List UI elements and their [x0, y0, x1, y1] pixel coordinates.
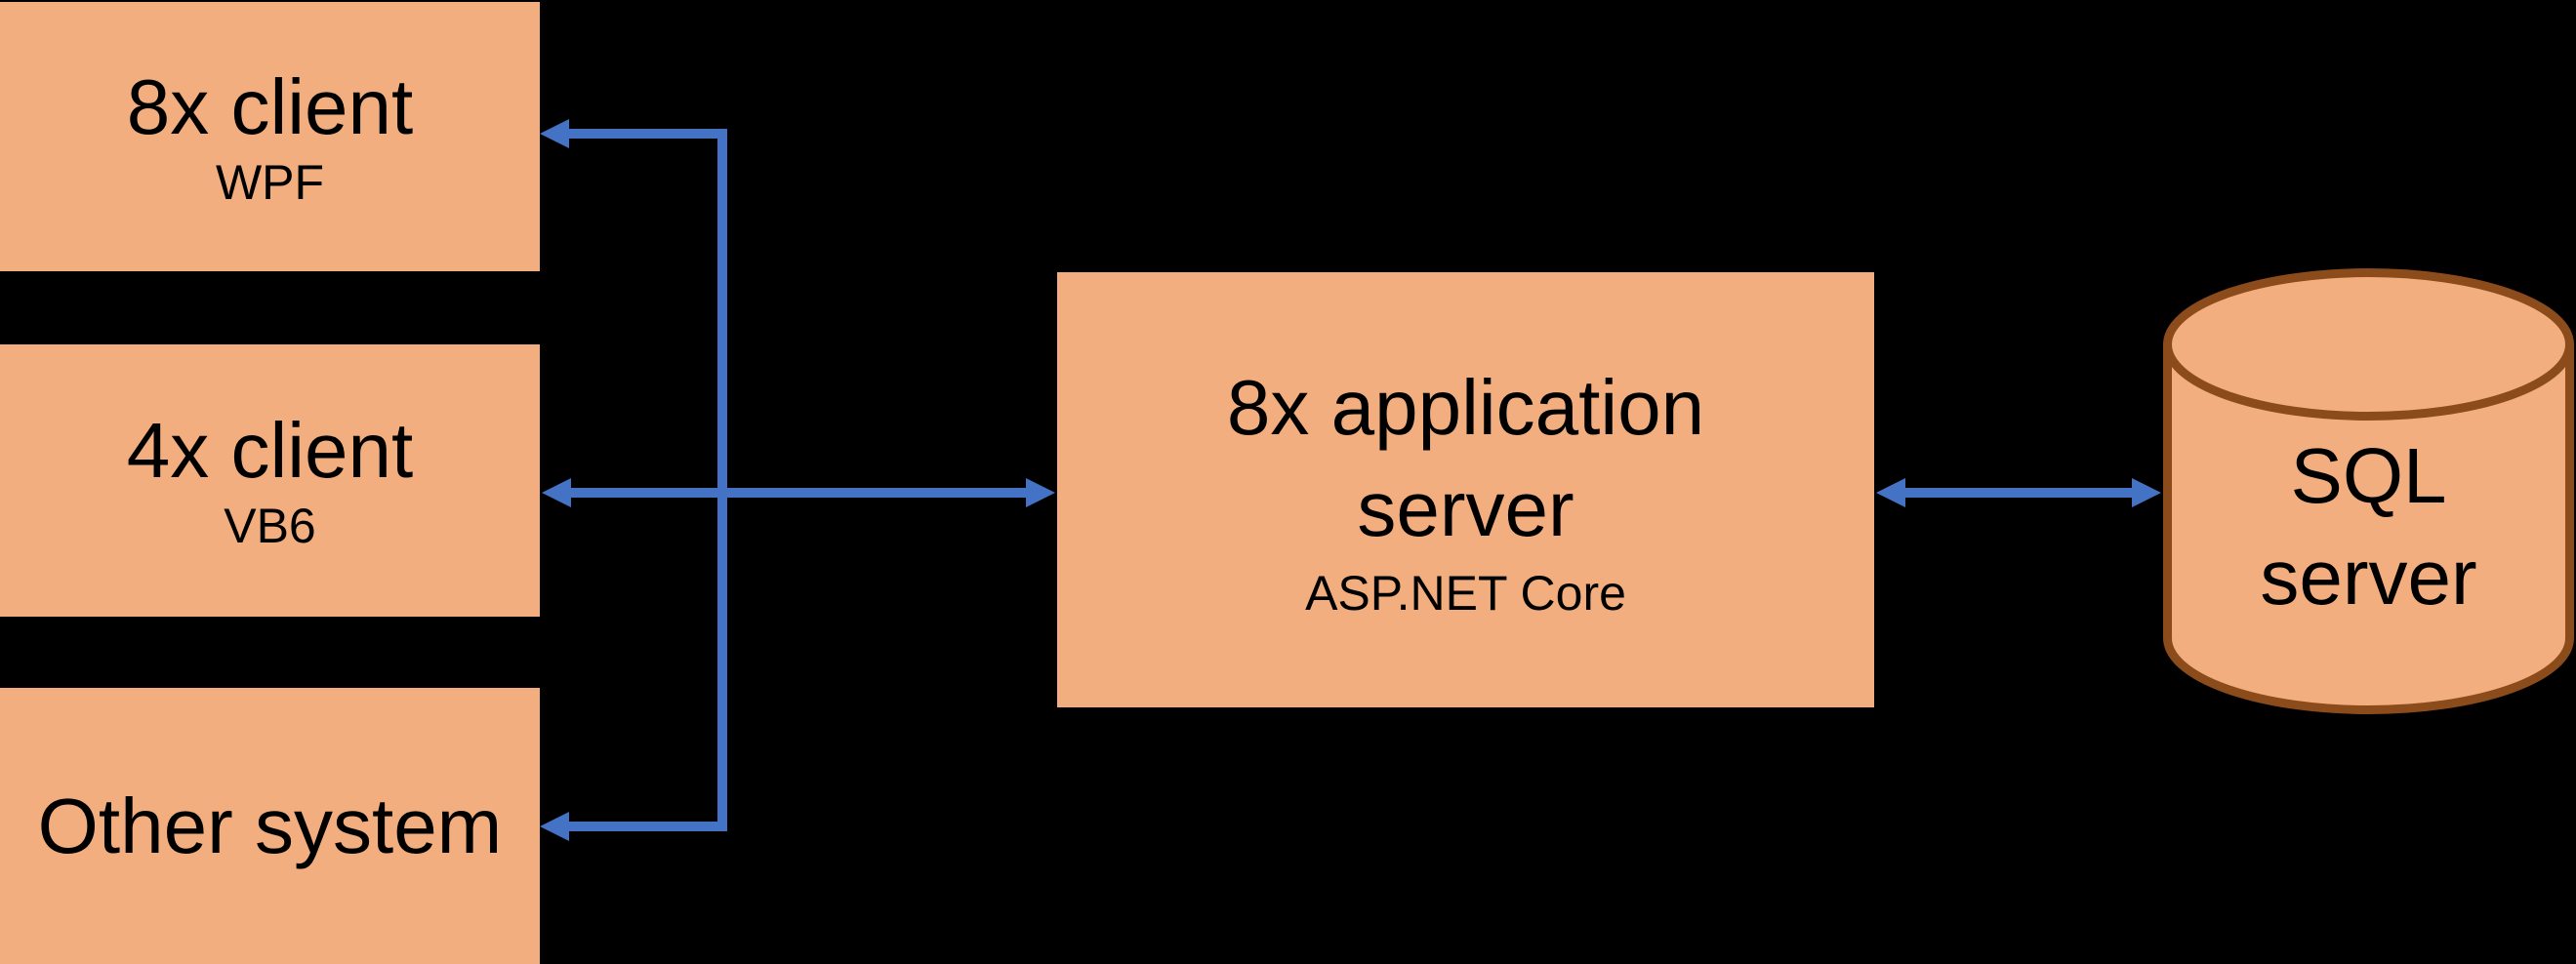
node-sql-server-title-line2: server	[2260, 533, 2477, 621]
node-sql-server-title-line1: SQL	[2290, 431, 2447, 519]
node-4x-client-title: 4x client	[126, 407, 414, 494]
node-4x-client: 4x client VB6	[0, 344, 540, 617]
node-app-server-title-line1: 8x application	[1226, 364, 1705, 451]
node-app-server-subtitle: ASP.NET Core	[1305, 566, 1626, 621]
database-cylinder-top	[2163, 268, 2574, 421]
node-app-server-title-line2: server	[1357, 465, 1574, 552]
database-cylinder-icon	[2163, 268, 2574, 714]
node-other-system: Other system	[0, 688, 540, 964]
node-8x-client: 8x client WPF	[0, 2, 540, 271]
connector-arrow-app-server-sql-server	[1876, 478, 2161, 507]
connector-arrow-to-other-system	[540, 812, 727, 841]
connector-arrow-to-8x-client	[540, 119, 727, 148]
node-sql-server: SQL server	[2163, 268, 2574, 714]
node-app-server: 8x application server ASP.NET Core	[1057, 272, 1874, 707]
node-8x-client-title: 8x client	[126, 62, 414, 150]
node-4x-client-subtitle: VB6	[224, 499, 316, 553]
node-8x-client-subtitle: WPF	[215, 154, 325, 210]
node-other-system-title: Other system	[37, 782, 503, 869]
connector-branch-vertical-line	[717, 129, 727, 831]
database-cylinder-body	[2163, 344, 2574, 714]
connector-arrow-4x-client-app-server	[542, 478, 1055, 507]
node-sql-server-label: SQL server	[2163, 268, 2574, 714]
